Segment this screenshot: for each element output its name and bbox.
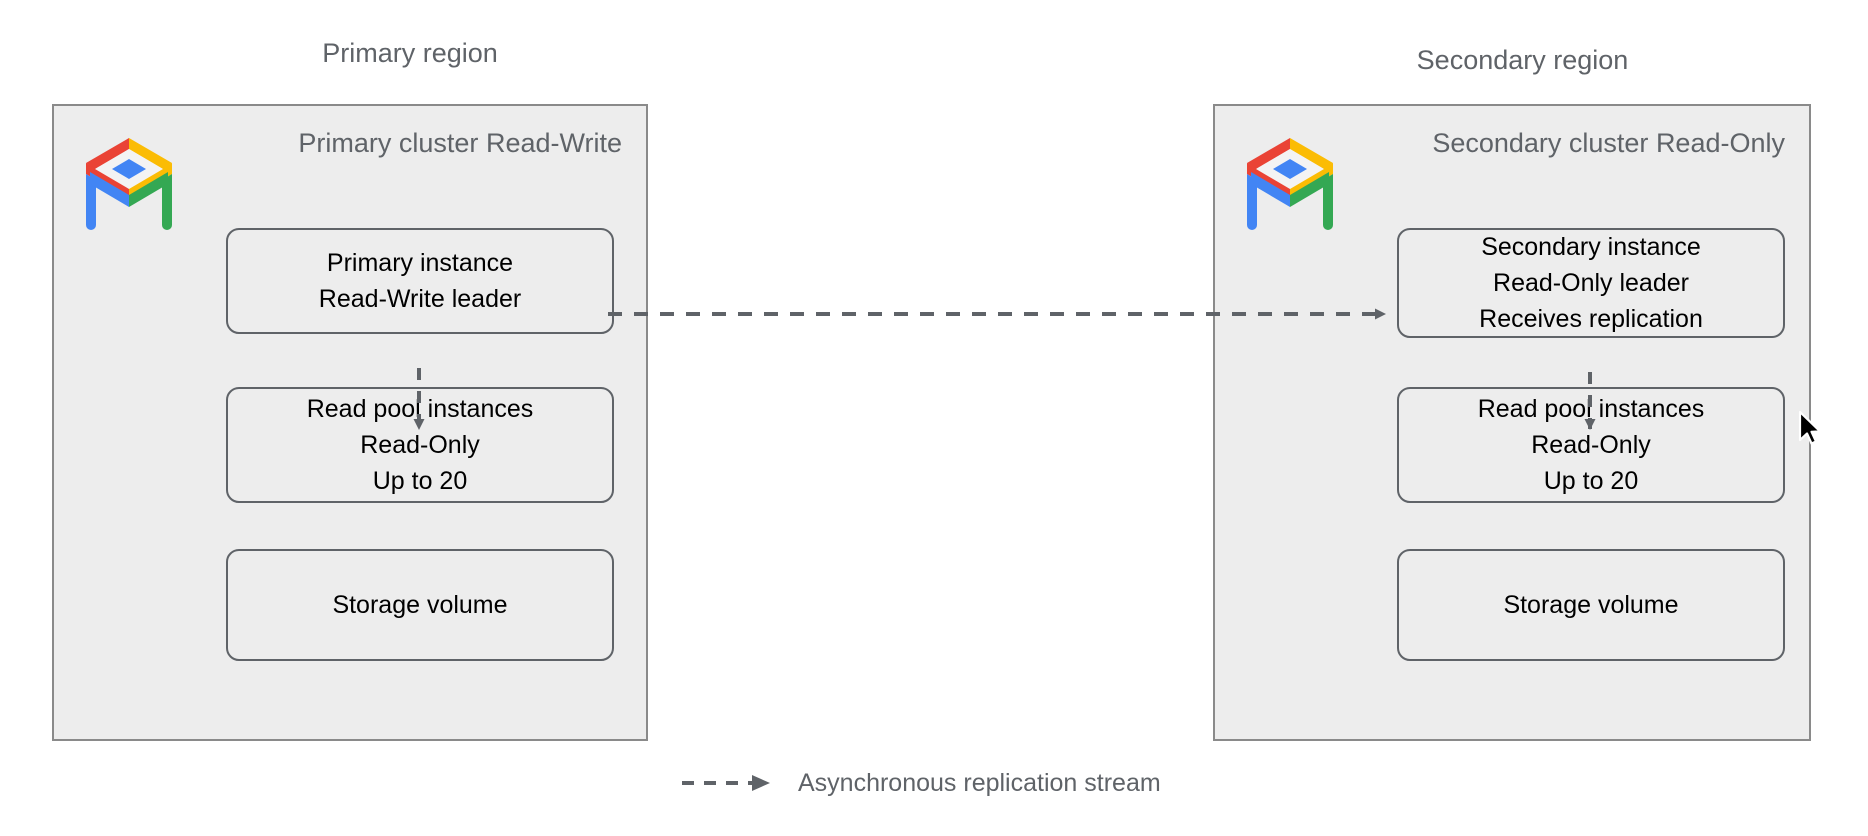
cluster-heading-line-2: Read-Only <box>1655 128 1785 158</box>
legend-label: Asynchronous replication stream <box>798 769 1161 797</box>
node-line: Up to 20 <box>1543 467 1639 495</box>
node-line: Read pool instances <box>306 395 534 423</box>
node-secondary-read-pool[interactable]: Read pool instances Read-Only Up to 20 <box>1397 387 1785 503</box>
cluster-heading-line-1: Secondary cluster <box>1432 128 1649 158</box>
node-line: Read pool instances <box>1477 395 1705 423</box>
legend: Asynchronous replication stream <box>680 768 1161 798</box>
region-label-secondary: Secondary region <box>1416 45 1629 75</box>
node-line: Read-Only <box>360 431 480 459</box>
node-line: Read-Write leader <box>318 285 522 313</box>
node-primary-instance[interactable]: Primary instance Read-Write leader <box>226 228 614 334</box>
node-line: Receives replication <box>1479 305 1703 333</box>
cluster-heading-secondary: Secondary cluster Read-Only <box>1432 126 1785 160</box>
node-secondary-storage-volume[interactable]: Storage volume <box>1397 549 1785 661</box>
node-line: Up to 20 <box>372 467 468 495</box>
node-line: Read-Only leader <box>1493 269 1689 297</box>
region-label-primary: Primary region <box>322 38 498 68</box>
alloydb-logo <box>76 132 182 236</box>
cluster-heading-primary: Primary cluster Read-Write <box>298 126 622 160</box>
cluster-heading-line-2: Read-Write <box>485 128 622 158</box>
alloydb-logo <box>1237 132 1343 236</box>
node-line: Storage volume <box>332 591 508 619</box>
cluster-secondary[interactable]: Secondary cluster Read-Only Secondary in… <box>1213 104 1811 741</box>
node-line: Storage volume <box>1503 591 1679 619</box>
node-line: Secondary instance <box>1481 233 1701 261</box>
mouse-pointer-icon <box>1798 410 1822 445</box>
node-primary-storage-volume[interactable]: Storage volume <box>226 549 614 661</box>
legend-dashed-arrow-icon <box>682 775 770 791</box>
node-line: Primary instance <box>326 249 514 277</box>
node-secondary-instance[interactable]: Secondary instance Read-Only leader Rece… <box>1397 228 1785 338</box>
cluster-heading-line-1: Primary cluster <box>298 128 479 158</box>
node-primary-read-pool[interactable]: Read pool instances Read-Only Up to 20 <box>226 387 614 503</box>
cluster-primary[interactable]: Primary cluster Read-Write Primary insta… <box>52 104 648 741</box>
node-line: Read-Only <box>1531 431 1651 459</box>
